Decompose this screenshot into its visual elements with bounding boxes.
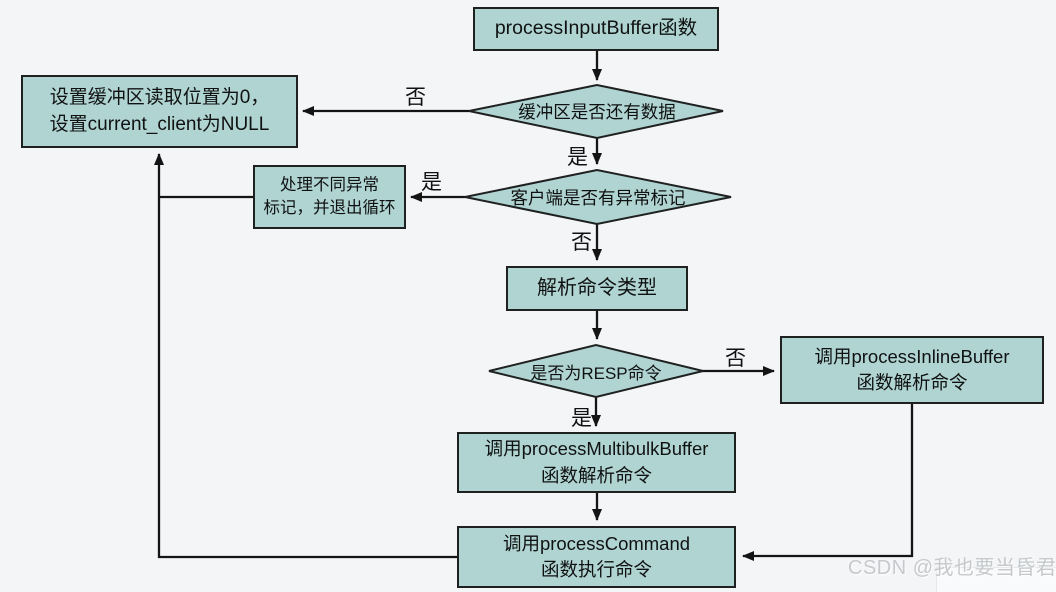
node-handle-abnormal-flags: 处理不同异常 标记，并退出循环 bbox=[253, 165, 406, 229]
label-buffer-no: 否 bbox=[405, 86, 426, 109]
decision-buffer-has-data-label: 缓冲区是否还有数据 bbox=[518, 101, 676, 122]
decision-is-resp-command bbox=[488, 343, 704, 399]
decision-buffer-has-data bbox=[468, 83, 724, 140]
label-abnormal-no: 否 bbox=[571, 231, 592, 254]
edge-command-loop-to-reset bbox=[154, 153, 457, 559]
node-parse-command-type: 解析命令类型 bbox=[506, 266, 688, 311]
node-reset-buffer-position: 设置缓冲区读取位置为0， 设置current_client为NULL bbox=[21, 75, 298, 148]
label-resp-no: 否 bbox=[725, 347, 746, 370]
label-abnormal-yes: 是 bbox=[421, 171, 442, 194]
node-process-input-buffer: processInputBuffer函数 bbox=[473, 7, 719, 51]
node-call-process-inline-buffer: 调用processInlineBuffer 函数解析命令 bbox=[780, 336, 1044, 404]
edge-inline-to-command bbox=[742, 404, 914, 561]
node-call-process-multibulk-buffer: 调用processMultibulkBuffer 函数解析命令 bbox=[457, 432, 736, 493]
watermark-panel bbox=[936, 567, 1056, 592]
decision-client-abnormal-flag bbox=[464, 168, 732, 226]
decision-is-resp-command-label: 是否为RESP命令 bbox=[530, 363, 662, 383]
node-call-process-command: 调用processCommand 函数执行命令 bbox=[457, 526, 736, 588]
label-buffer-yes: 是 bbox=[567, 146, 588, 169]
label-resp-yes: 是 bbox=[571, 407, 592, 430]
watermark-text: CSDN @我也要当昏君 bbox=[848, 557, 1056, 579]
decision-client-abnormal-flag-label: 客户端是否有异常标记 bbox=[510, 187, 686, 208]
